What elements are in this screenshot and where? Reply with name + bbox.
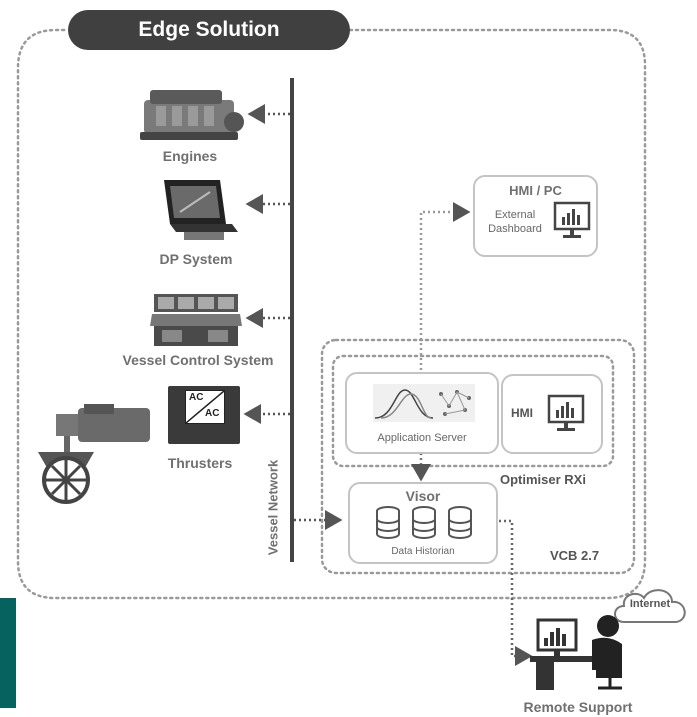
monitor-chart-icon (553, 201, 591, 238)
ac-bottom-label: AC (205, 408, 220, 419)
visor-title: Visor (405, 488, 441, 504)
dp-system-icon (164, 180, 238, 240)
hmi-pc-title: HMI / PC (509, 183, 562, 198)
dashboard-label: Dashboard (488, 223, 542, 235)
vessel-network-label: Vessel Network (265, 459, 281, 556)
database-icon (376, 506, 472, 539)
remote-support-person-icon (530, 615, 622, 690)
application-server-label: Application Server (377, 432, 467, 444)
ac-drive-icon: AC AC (168, 386, 240, 444)
internet-label: Internet (629, 598, 671, 610)
remote-support-label: Remote Support (523, 699, 633, 715)
optimiser-hmi-box: HMI (501, 374, 603, 454)
monitor-chart-icon (547, 394, 585, 431)
cloud-icon (614, 589, 686, 623)
optimiser-boundary (331, 354, 615, 468)
dp-system-label: DP System (159, 251, 233, 267)
ac-top-label: AC (189, 392, 204, 403)
engine-icon (140, 90, 244, 140)
thrusters-label: Thrusters (167, 455, 233, 471)
vcb-boundary (320, 338, 636, 575)
teal-accent-bar (0, 598, 16, 708)
thruster-motor-icon (38, 404, 150, 504)
engines-label: Engines (162, 148, 218, 164)
console-icon (150, 294, 242, 346)
hmi-pc-box: HMI / PC External Dashboard (473, 175, 598, 257)
visor-box: Visor Data Historian (348, 482, 498, 564)
data-historian-label: Data Historian (391, 546, 455, 557)
optimiser-label: Optimiser RXi (500, 472, 586, 487)
edge-solution-boundary (16, 28, 647, 600)
optimiser-hmi-label: HMI (511, 406, 533, 420)
external-label: External (494, 209, 536, 221)
edge-solution-title: Edge Solution (68, 10, 350, 50)
ac-converter: AC AC (185, 390, 225, 424)
vessel-control-label: Vessel Control System (122, 352, 274, 368)
vcb-label: VCB 2.7 (550, 548, 600, 563)
application-server-box: Application Server (345, 372, 499, 454)
analytics-chart-icon (373, 384, 475, 422)
